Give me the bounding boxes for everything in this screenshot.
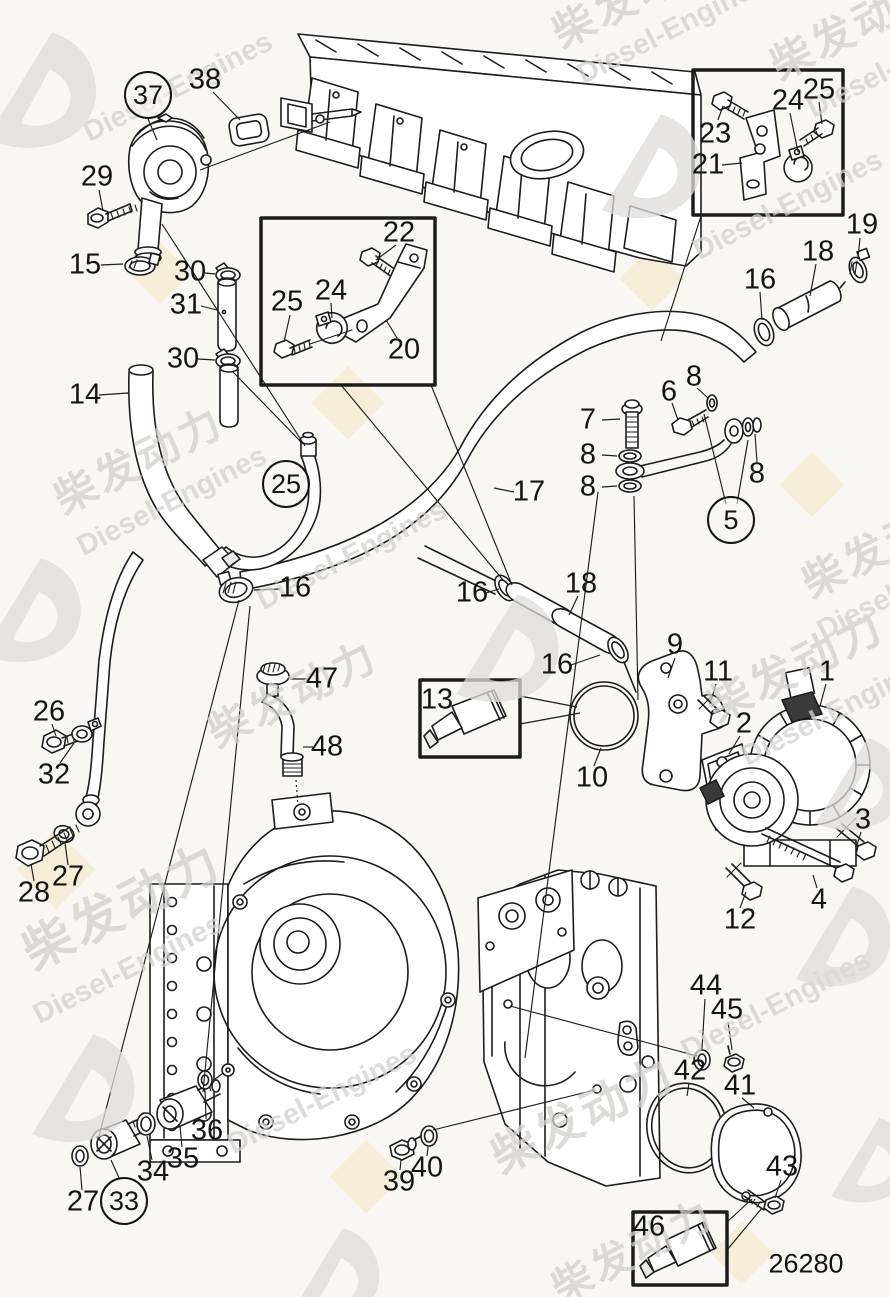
part-label-31: 31 xyxy=(169,288,203,321)
clamp-16a xyxy=(217,570,254,604)
part-label-5-circled: 5 xyxy=(707,496,755,544)
part-label-19: 19 xyxy=(845,208,879,241)
part-label-38: 38 xyxy=(188,63,222,96)
part-label-20: 20 xyxy=(387,333,421,366)
part-label-42: 42 xyxy=(673,1054,707,1087)
part-label-9: 9 xyxy=(666,628,684,661)
part-label-40: 40 xyxy=(410,1151,444,1184)
washer-44-bolt-45 xyxy=(693,1045,745,1073)
part-label-28: 28 xyxy=(17,876,51,909)
part-label-24: 24 xyxy=(314,274,348,307)
part-label-23: 23 xyxy=(698,117,732,150)
bolt-29 xyxy=(87,203,138,229)
part-label-34: 34 xyxy=(136,1155,170,1188)
part-label-13: 13 xyxy=(420,683,454,716)
part-label-14: 14 xyxy=(68,378,102,411)
part-label-46: 46 xyxy=(632,1210,666,1243)
part-label-3: 3 xyxy=(854,803,872,836)
part-label-7: 7 xyxy=(579,403,597,436)
oring-10 xyxy=(569,681,639,751)
part-label-27: 27 xyxy=(51,860,85,893)
part-label-22: 22 xyxy=(382,216,416,249)
part-label-39: 39 xyxy=(382,1165,416,1198)
part-label-25: 25 xyxy=(270,285,304,318)
part-label-48: 48 xyxy=(310,730,344,763)
part-label-26: 26 xyxy=(32,695,66,728)
part-label-25: 25 xyxy=(802,73,836,106)
inset-box-bracket-20 xyxy=(259,216,437,387)
part-label-12: 12 xyxy=(723,903,757,936)
part-label-2: 2 xyxy=(735,707,753,740)
part-label-33-circled: 33 xyxy=(100,1177,148,1225)
part-label-24: 24 xyxy=(771,84,805,117)
part-label-18: 18 xyxy=(801,235,835,268)
part-label-10: 10 xyxy=(575,761,609,794)
part-label-27: 27 xyxy=(66,1185,100,1218)
bolt-12 xyxy=(725,862,763,901)
part-label-8: 8 xyxy=(579,438,597,471)
right-hose-assembly xyxy=(753,247,871,347)
hose-17 xyxy=(239,310,757,591)
part-label-16: 16 xyxy=(455,576,489,609)
part-label-17: 17 xyxy=(512,475,546,508)
part-label-32: 32 xyxy=(37,758,71,791)
part-label-43: 43 xyxy=(765,1150,799,1183)
part-label-4: 4 xyxy=(810,883,828,916)
part-label-37-circled: 37 xyxy=(124,71,172,119)
bolt-43 xyxy=(743,1189,785,1215)
part-label-15: 15 xyxy=(68,248,102,281)
part-label-30: 30 xyxy=(166,342,200,375)
drawing-number: 26280 xyxy=(768,1248,844,1279)
banjo-pipe-assembly xyxy=(615,394,762,493)
breather-assembly xyxy=(128,113,212,264)
part-label-16: 16 xyxy=(540,648,574,681)
part-label-6: 6 xyxy=(660,375,678,408)
pipe-31-assembly xyxy=(215,262,241,428)
part-label-8: 8 xyxy=(579,470,597,503)
left-pipe-assembly xyxy=(15,551,144,867)
clamp-15 xyxy=(124,252,161,276)
bolt-39-washer-40 xyxy=(389,1125,438,1161)
part-label-30: 30 xyxy=(173,255,207,288)
part-label-41: 41 xyxy=(723,1069,757,1102)
part-label-47: 47 xyxy=(305,662,339,695)
part-label-1: 1 xyxy=(818,655,836,688)
part-label-21: 21 xyxy=(691,148,725,181)
part-label-16: 16 xyxy=(278,571,312,604)
part-label-11: 11 xyxy=(702,655,734,688)
part-label-16: 16 xyxy=(743,263,777,296)
part-label-18: 18 xyxy=(564,567,598,600)
part-label-36: 36 xyxy=(190,1114,224,1147)
sealant-box-46 xyxy=(631,1210,729,1287)
part-label-45: 45 xyxy=(710,993,744,1026)
part-label-25-circled: 25 xyxy=(262,460,310,508)
part-label-29: 29 xyxy=(80,160,114,193)
bolt-11 xyxy=(697,695,731,729)
part-label-8: 8 xyxy=(748,457,766,490)
part-label-44: 44 xyxy=(689,969,723,1002)
part-label-8: 8 xyxy=(685,360,703,393)
inset-box-bracket-21 xyxy=(691,68,845,217)
hose-14 xyxy=(127,364,241,578)
part-label-35: 35 xyxy=(166,1142,200,1175)
u-hose xyxy=(213,431,322,571)
gasket-38 xyxy=(228,113,270,147)
breather-pipe-47-48 xyxy=(256,662,304,777)
bolt-4 xyxy=(761,827,855,883)
